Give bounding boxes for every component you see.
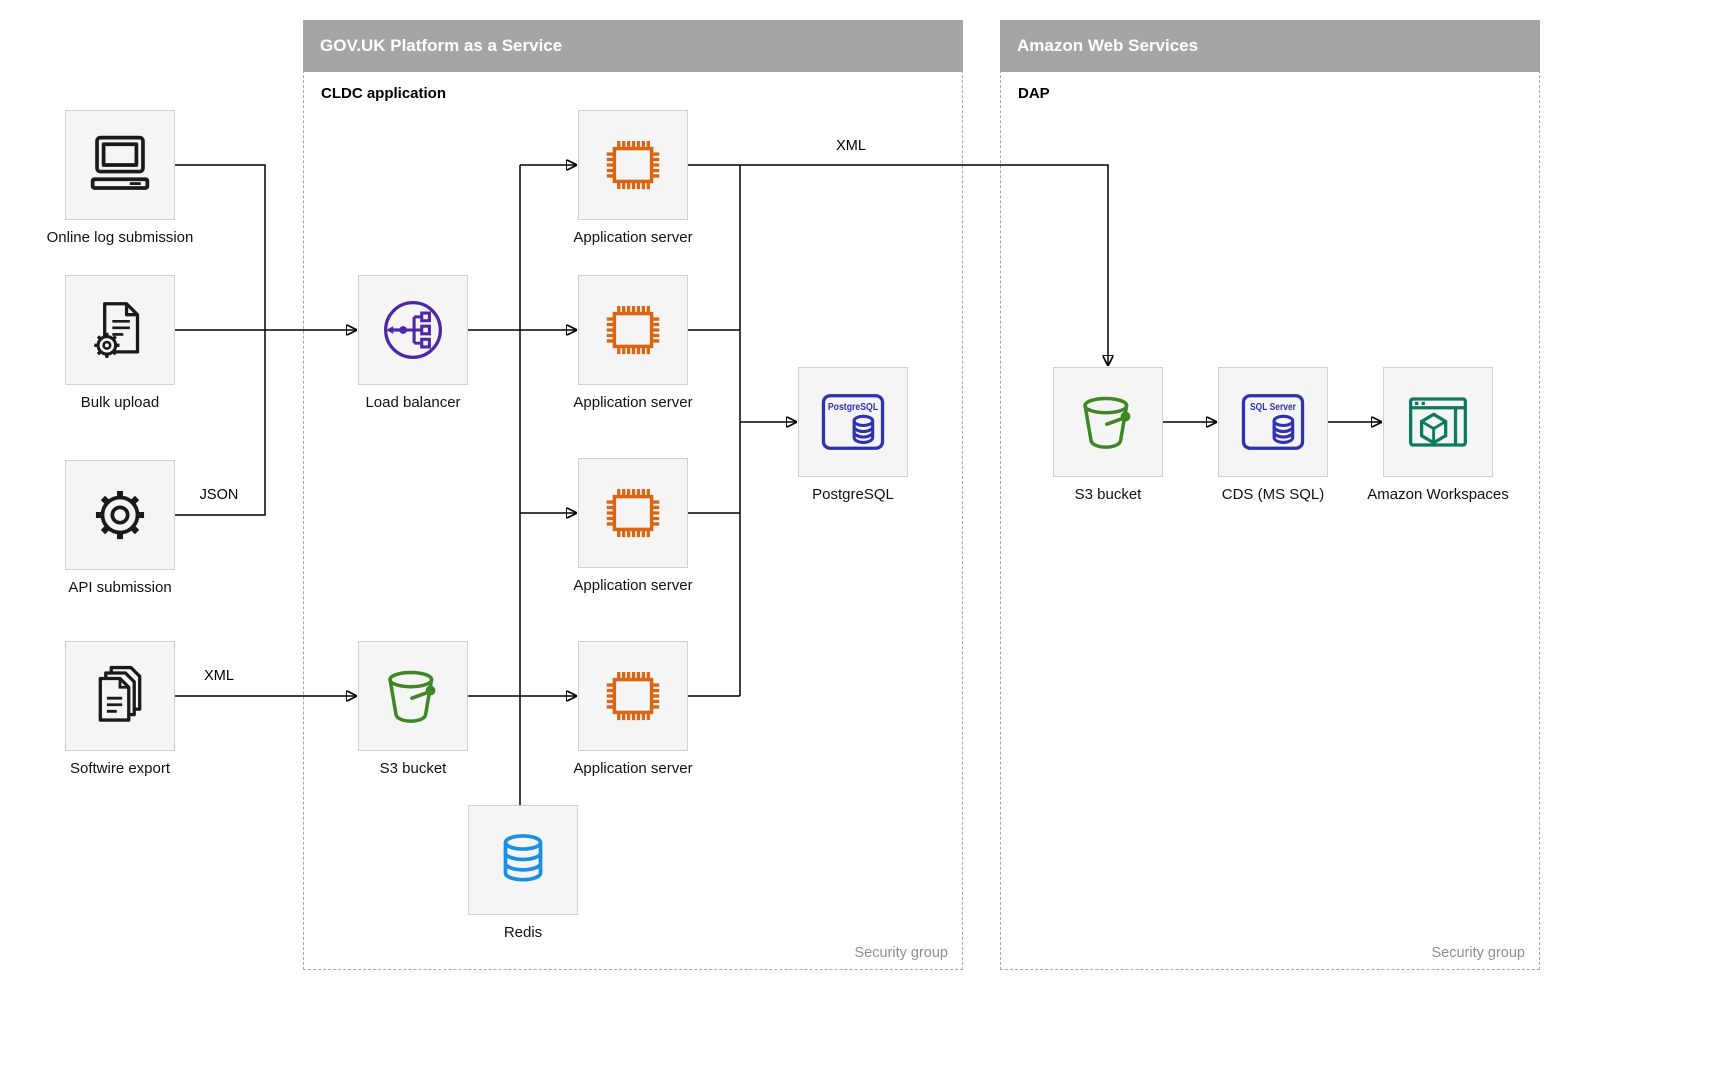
- bucket-icon: [378, 661, 448, 731]
- node-application-server-3[interactable]: Application server: [573, 458, 693, 594]
- node-box: [1383, 367, 1493, 477]
- node-bulk-upload[interactable]: Bulk upload: [65, 275, 175, 411]
- document-gear-icon: [85, 295, 155, 365]
- sql-server-icon: SQL Server: [1238, 387, 1308, 457]
- redis-database-icon: [488, 825, 558, 895]
- node-label: Application server: [573, 577, 693, 594]
- node-label: Application server: [573, 760, 693, 777]
- edge-label-xml-softwire: XML: [201, 668, 237, 684]
- security-group-label-aws: Security group: [1431, 945, 1526, 961]
- node-box: [578, 110, 688, 220]
- container-aws: Amazon Web Services DAP Security group: [1000, 20, 1540, 970]
- node-postgresql[interactable]: PostgreSQL PostgreSQL: [798, 367, 908, 503]
- node-box: [578, 641, 688, 751]
- node-label: CDS (MS SQL): [1221, 486, 1325, 503]
- node-box: [358, 641, 468, 751]
- node-box: [358, 275, 468, 385]
- node-application-server-2[interactable]: Application server: [573, 275, 693, 411]
- svg-text:PostgreSQL: PostgreSQL: [828, 402, 879, 413]
- node-box: [65, 641, 175, 751]
- computer-icon: [85, 130, 155, 200]
- node-box: [65, 275, 175, 385]
- node-online-log-submission[interactable]: Online log submission: [47, 110, 193, 246]
- edge-label-json: JSON: [196, 487, 242, 503]
- gear-icon: [85, 480, 155, 550]
- chip-icon: [598, 661, 668, 731]
- node-box: [65, 110, 175, 220]
- node-redis[interactable]: Redis: [468, 805, 578, 941]
- node-label: PostgreSQL: [812, 486, 894, 503]
- bucket-icon: [1073, 387, 1143, 457]
- node-box: [578, 458, 688, 568]
- node-softwire-export[interactable]: Softwire export: [65, 641, 175, 777]
- container-sublabel-dap: DAP: [1018, 85, 1050, 102]
- node-label: API submission: [68, 579, 172, 596]
- chip-icon: [598, 478, 668, 548]
- node-label: Bulk upload: [80, 394, 160, 411]
- node-cds-ms-sql[interactable]: SQL Server CDS (MS SQL): [1218, 367, 1328, 503]
- node-box: [65, 460, 175, 570]
- stacked-documents-icon: [85, 661, 155, 731]
- edge-onlinelog-junction: [175, 164, 266, 330]
- container-govuk-paas: GOV.UK Platform as a Service CLDC applic…: [303, 20, 963, 970]
- node-label: Amazon Workspaces: [1367, 486, 1509, 503]
- node-s3-bucket-aws[interactable]: S3 bucket: [1053, 367, 1163, 503]
- node-application-server-1[interactable]: Application server: [573, 110, 693, 246]
- edge-label-xml-app: XML: [833, 138, 869, 154]
- postgresql-icon: PostgreSQL: [818, 387, 888, 457]
- container-title-aws: Amazon Web Services: [1000, 20, 1540, 72]
- svg-text:SQL Server: SQL Server: [1250, 402, 1296, 413]
- node-label: Load balancer: [365, 394, 461, 411]
- load-balancer-icon: [378, 295, 448, 365]
- node-label: S3 bucket: [379, 760, 447, 777]
- node-box: SQL Server: [1218, 367, 1328, 477]
- node-label: Softwire export: [69, 760, 171, 777]
- container-title-paas: GOV.UK Platform as a Service: [303, 20, 963, 72]
- node-box: [578, 275, 688, 385]
- node-load-balancer[interactable]: Load balancer: [358, 275, 468, 411]
- workspaces-icon: [1403, 387, 1473, 457]
- security-group-label-paas: Security group: [854, 945, 949, 961]
- node-box: PostgreSQL: [798, 367, 908, 477]
- node-api-submission[interactable]: API submission: [65, 460, 175, 596]
- container-sublabel-cldc-application: CLDC application: [321, 85, 447, 102]
- node-box: [468, 805, 578, 915]
- node-label: Redis: [503, 924, 543, 941]
- chip-icon: [598, 295, 668, 365]
- chip-icon: [598, 130, 668, 200]
- node-box: [1053, 367, 1163, 477]
- node-amazon-workspaces[interactable]: Amazon Workspaces: [1367, 367, 1509, 503]
- node-application-server-4[interactable]: Application server: [573, 641, 693, 777]
- node-label: Online log submission: [46, 229, 194, 246]
- node-label: Application server: [573, 229, 693, 246]
- node-s3-bucket-paas[interactable]: S3 bucket: [358, 641, 468, 777]
- node-label: Application server: [573, 394, 693, 411]
- node-label: S3 bucket: [1074, 486, 1142, 503]
